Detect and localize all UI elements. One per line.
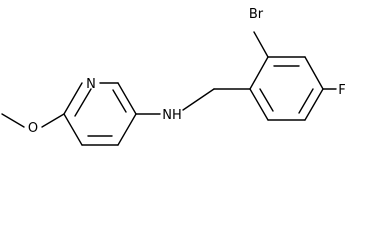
bond-b6-b1 [249,88,269,121]
bond-b2-br [253,31,269,58]
bond-c6-o [41,113,65,128]
atom-label-nh: NH [162,108,182,123]
atom-label-f: F [338,83,345,98]
bond-c6-c5 [63,113,83,146]
bond-c3-c2 [117,82,137,115]
bond-c4-c3 [117,113,137,146]
bond-b6-b1-inner [259,88,274,112]
bond-b4-b5 [304,88,324,121]
atom-label-n-ring: N [86,77,96,92]
structure-canvas: N O NH Br F [1,7,346,146]
bond-n-c6 [63,82,83,115]
atom-label-br: Br [249,7,264,22]
bonds [1,31,337,146]
bond-b4-b5-inner [298,88,314,114]
bond-n-c6-inner [74,88,92,117]
atom-labels: N O NH Br F [28,7,346,136]
molecule-diagram: N O NH Br F [1,7,346,146]
atom-label-o: O [28,121,38,136]
bond-o-ch3 [1,113,25,128]
bond-b1-b2 [249,56,269,90]
bond-nh-ch2 [182,88,215,111]
bond-c3-c2-inner [112,89,127,113]
bond-b3-b4 [304,56,324,90]
